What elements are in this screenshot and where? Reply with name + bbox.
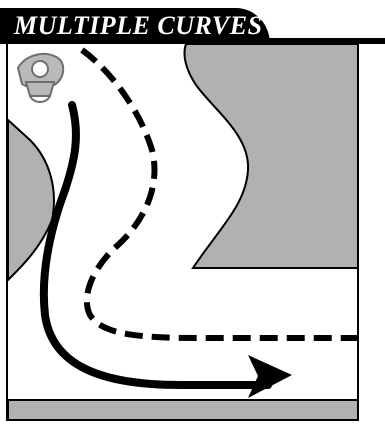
diagram-title: MULTIPLE CURVES xyxy=(14,11,263,41)
terrain-bottom xyxy=(8,400,358,420)
